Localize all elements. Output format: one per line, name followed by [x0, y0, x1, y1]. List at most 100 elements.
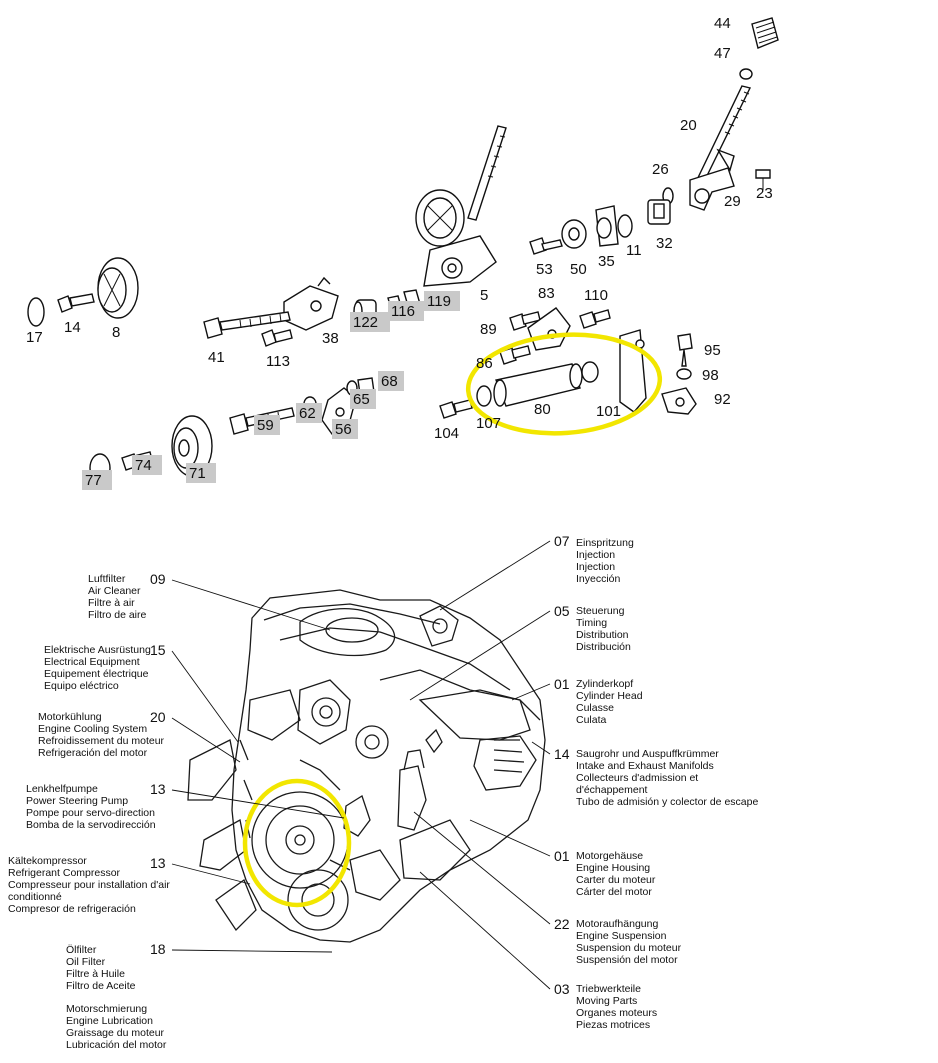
- svg-text:68: 68: [381, 373, 398, 390]
- part-number-50: 50: [570, 261, 587, 278]
- svg-text:62: 62: [299, 405, 316, 422]
- svg-text:71: 71: [189, 465, 206, 482]
- tensioner-pulley-part: [415, 125, 507, 287]
- group-label-line: Cárter del motor: [576, 886, 652, 898]
- group-label-line: Filtro de aire: [88, 609, 147, 621]
- group-label-line: Air Cleaner: [88, 585, 141, 597]
- group-label-line: Saugrohr und Auspuffkrümmer: [576, 748, 719, 760]
- group-label-line: Moving Parts: [576, 995, 637, 1007]
- part-number-35: 35: [598, 253, 615, 270]
- group-label-line: Engine Suspension: [576, 930, 667, 942]
- group-label-line: Suspension du moteur: [576, 942, 682, 954]
- part-number-110: 110: [584, 287, 608, 304]
- group-label-line: Pompe pour servo-direction: [26, 807, 155, 819]
- group-label-line: Refrigerant Compressor: [8, 867, 121, 879]
- part-number-95: 95: [704, 342, 721, 359]
- idler-pulley-part: [27, 257, 139, 327]
- group-label-line: Electrical Equipment: [44, 656, 140, 668]
- part-tag-116: 116: [388, 301, 424, 321]
- group-label-line: Lenkhelfpumpe: [26, 783, 98, 795]
- part-number-8: 8: [112, 324, 120, 341]
- group-label-line: d'échappement: [576, 784, 648, 796]
- part-number-26: 26: [652, 161, 669, 178]
- group-code: 18: [150, 941, 166, 957]
- bracket-assembly-part: [203, 276, 421, 347]
- group-label-line: Refrigeración del motor: [38, 747, 148, 759]
- part-number-98: 98: [702, 367, 719, 384]
- part-number-47: 47: [714, 45, 731, 62]
- group-label-line: Motorschmierung: [66, 1003, 147, 1015]
- part-tag-74: 74: [132, 455, 162, 475]
- svg-text:56: 56: [335, 421, 352, 438]
- part-number-113: 113: [266, 353, 290, 370]
- svg-text:59: 59: [257, 417, 274, 434]
- part-number-32: 32: [656, 235, 673, 252]
- group-label-line: Steuerung: [576, 605, 625, 617]
- group-label-line: Refroidissement du moteur: [38, 735, 165, 747]
- group-label-line: Engine Housing: [576, 862, 650, 874]
- group-label-line: Motorgehäuse: [576, 850, 643, 862]
- svg-text:74: 74: [135, 457, 152, 474]
- group-label-line: Timing: [576, 617, 607, 629]
- group-label-line: Injection: [576, 561, 615, 573]
- group-code: 15: [150, 642, 166, 658]
- group-label-line: Motorkühlung: [38, 711, 102, 723]
- svg-text:77: 77: [85, 472, 102, 489]
- group-label-line: Filtre à air: [88, 597, 135, 609]
- group-label-line: Kältekompressor: [8, 855, 87, 867]
- part-number-53: 53: [536, 261, 553, 278]
- part-number-11: 11: [626, 242, 642, 259]
- group-label-line: Culata: [576, 714, 607, 726]
- part-number-83: 83: [538, 285, 555, 302]
- group-label-line: Engine Cooling System: [38, 723, 147, 735]
- engine-drawing: [187, 589, 546, 943]
- group-code: 14: [554, 746, 570, 762]
- group-label-line: Carter du moteur: [576, 874, 656, 886]
- part-number-101: 101: [596, 403, 621, 420]
- part-number-17: 17: [26, 329, 43, 346]
- group-label-line: Suspensión del motor: [576, 954, 678, 966]
- group-code: 07: [554, 533, 570, 549]
- group-label-line: Lubricación del motor: [66, 1039, 167, 1051]
- group-label-line: Collecteurs d'admission et: [576, 772, 698, 784]
- svg-text:119: 119: [427, 293, 451, 310]
- group-label-line: Organes moteurs: [576, 1007, 657, 1019]
- group-label-line: Equipo eléctrico: [44, 680, 119, 692]
- tension-rod-part: [529, 17, 779, 255]
- part-tag-119: 119: [424, 291, 460, 311]
- part-number-86: 86: [476, 355, 493, 372]
- group-label-line: Einspritzung: [576, 537, 634, 549]
- group-label-line: Elektrische Ausrüstung: [44, 644, 151, 656]
- group-code: 01: [554, 676, 570, 692]
- damper-assembly-part: [439, 307, 697, 419]
- group-code: 20: [150, 709, 166, 725]
- group-code: 13: [150, 855, 166, 871]
- group-label-line: Injection: [576, 549, 615, 561]
- group-label-line: Distribución: [576, 641, 631, 653]
- part-tag-65: 65: [350, 389, 376, 409]
- group-label-line: Filtre à Huile: [66, 968, 125, 980]
- part-number-44: 44: [714, 15, 731, 32]
- part-number-14: 14: [64, 319, 81, 336]
- group-label-line: Intake and Exhaust Manifolds: [576, 760, 714, 772]
- part-number-5: 5: [480, 287, 488, 304]
- group-label-line: Bomba de la servodirección: [26, 819, 156, 831]
- group-code: 03: [554, 981, 570, 997]
- part-number-107: 107: [476, 415, 501, 432]
- group-label-line: Power Steering Pump: [26, 795, 128, 807]
